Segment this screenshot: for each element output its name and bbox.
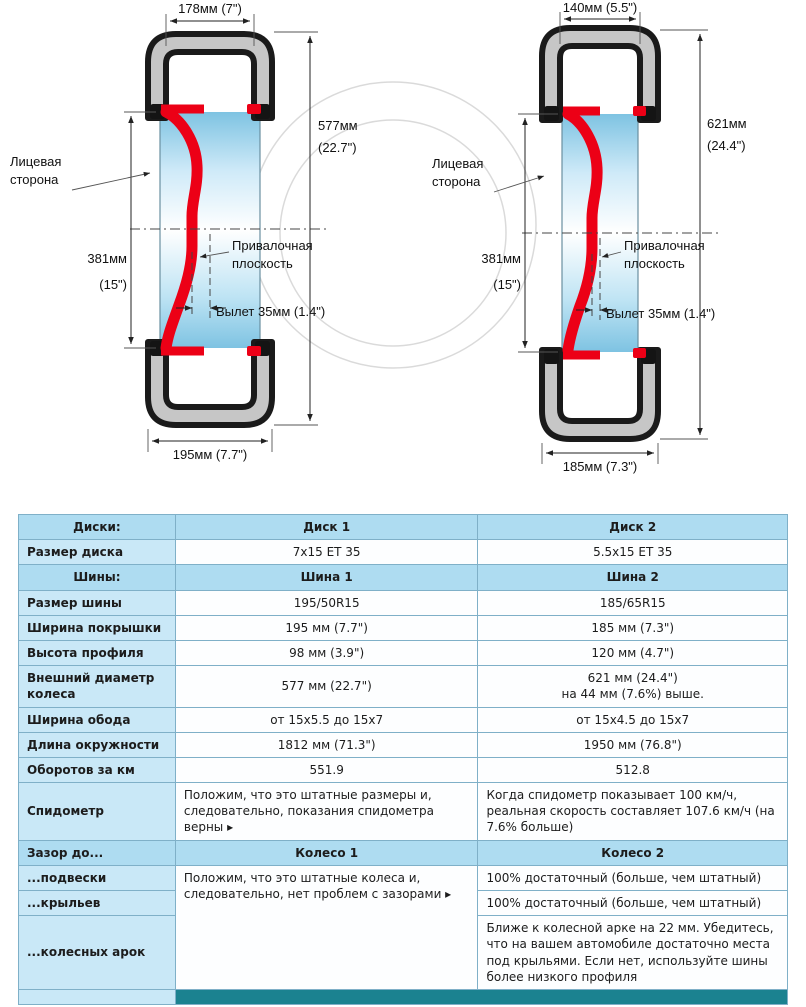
wheel2-header-cell: Шина 2 bbox=[477, 564, 788, 591]
wheel2-rim-profile bbox=[562, 106, 646, 360]
wheel1-header-cell: Колесо 1 bbox=[174, 839, 479, 866]
row-label-cell: Размер шины bbox=[18, 589, 176, 616]
wheel1-tire-width-label: 195мм (7.7") bbox=[173, 447, 248, 462]
wheel2-header-cell: Колесо 2 bbox=[477, 839, 788, 866]
wheel1-rim-diameter-inches: (15") bbox=[99, 277, 127, 292]
wheel2-tire-bottom-section bbox=[539, 347, 661, 442]
wheel2-value-cell: 120 мм (4.7") bbox=[477, 639, 788, 667]
wheel1-value-cell: 7x15 ET 35 bbox=[174, 539, 479, 566]
wheel1-outer-diameter-value: 577мм bbox=[318, 118, 358, 133]
table-row: ...подвески Положим, что это штатные кол… bbox=[18, 864, 788, 990]
wheel2-annotations: Лицевая сторона Привалочная плоскость bbox=[432, 156, 705, 271]
wheel2-dimensions: 140мм (5.5") 621мм (24.4") 381мм (15") 1… bbox=[481, 0, 746, 474]
wheel2-tire-width-label: 185мм (7.3") bbox=[563, 459, 638, 474]
speedometer-result-cell: Когда спидометр показывает 100 км/ч, реа… bbox=[477, 782, 788, 841]
row-label-cell: Длина окружности bbox=[18, 731, 176, 758]
table-row: Высота профиля 98 мм (3.9") 120 мм (4.7"… bbox=[18, 639, 788, 667]
wheel1-header-cell: Шина 1 bbox=[174, 564, 479, 591]
wheel2-rim-diameter-value: 381мм bbox=[481, 251, 521, 266]
diameter-overlay-circles bbox=[249, 81, 537, 369]
wheel2-rim-width-label: 140мм (5.5") bbox=[563, 0, 638, 15]
wheel1-value-cell: 195/50R15 bbox=[174, 589, 479, 616]
wheel2-value-cell: 621 мм (24.4") на 44 мм (7.6%) выше. bbox=[477, 665, 788, 708]
table-row: Длина окружности 1812 мм (71.3") 1950 мм… bbox=[18, 731, 788, 758]
wheel1-outer-diameter-inches: (22.7") bbox=[318, 140, 357, 155]
table-row: Диски: Диск 1 Диск 2 bbox=[18, 513, 788, 541]
table-row-cutoff bbox=[18, 988, 789, 1005]
row-label-cell: Внешний диаметр колеса bbox=[18, 665, 176, 708]
row-label-cell: ...подвески bbox=[18, 864, 176, 892]
wheel1-header-cell: Диск 1 bbox=[174, 513, 479, 541]
wheel2-mounting-plane-label-line2: плоскость bbox=[624, 256, 685, 271]
row-label-cell: Ширина покрышки bbox=[18, 614, 176, 641]
wheel2-value-cell: 1950 мм (76.8") bbox=[477, 731, 788, 758]
wheel1-rim-profile bbox=[160, 104, 261, 356]
wheel2-outer-diameter-value: 621мм bbox=[707, 116, 747, 131]
table-row: Внешний диаметр колеса 577 мм (22.7") 62… bbox=[18, 665, 788, 708]
row-label-cell: Спидометр bbox=[18, 782, 176, 841]
wheel1-value-cell: 1812 мм (71.3") bbox=[174, 731, 479, 758]
speedometer-assumption-link[interactable]: Положим, что это штатные размеры и, след… bbox=[174, 782, 479, 841]
table-row: Размер шины 195/50R15 185/65R15 bbox=[18, 589, 788, 616]
wheel1-diagram: 178мм (7") 577мм (22.7") 381мм (15") 195… bbox=[10, 1, 358, 462]
section-label-cell: Диски: bbox=[18, 513, 176, 541]
row-label-cell: ...крыльев bbox=[18, 889, 176, 917]
wheel1-value-cell: 195 мм (7.7") bbox=[174, 614, 479, 641]
section-label-cell: Зазор до... bbox=[18, 839, 176, 866]
wheel1-dimensions: 178мм (7") 577мм (22.7") 381мм (15") 195… bbox=[87, 1, 357, 462]
row-label-cell: Высота профиля bbox=[18, 639, 176, 667]
wheel1-offset-label: Вылет 35мм (1.4") bbox=[216, 304, 325, 319]
section-label-cell: Шины: bbox=[18, 564, 176, 591]
wheel2-value-cell: 5.5x15 ET 35 bbox=[477, 539, 788, 566]
cutoff-label-cell bbox=[18, 988, 176, 1005]
wheel2-clearance-cell: 100% достаточный (больше, чем штатный) bbox=[477, 889, 788, 917]
table-row: Размер диска 7x15 ET 35 5.5x15 ET 35 bbox=[18, 539, 788, 566]
wheel1-rim-width-label: 178мм (7") bbox=[178, 1, 242, 16]
table-row: Шины: Шина 1 Шина 2 bbox=[18, 564, 788, 591]
wheel1-mounting-plane-label-line1: Привалочная bbox=[232, 238, 313, 253]
comparison-table: Диски: Диск 1 Диск 2 Размер диска 7x15 E… bbox=[18, 513, 789, 1005]
wheel1-annotations: Лицевая сторона Привалочная плоскость bbox=[10, 154, 313, 271]
wheel2-face-side-label-line1: Лицевая bbox=[432, 156, 483, 171]
wheel2-rim-diameter-inches: (15") bbox=[493, 277, 521, 292]
wheel2-outer-diameter-inches: (24.4") bbox=[707, 138, 746, 153]
wheel2-offset-label: Вылет 35мм (1.4") bbox=[606, 306, 715, 321]
wheel1-value-cell: 577 мм (22.7") bbox=[174, 665, 479, 708]
wheel-comparison-diagram: 178мм (7") 577мм (22.7") 381мм (15") 195… bbox=[10, 0, 747, 474]
cutoff-strip bbox=[174, 988, 789, 1005]
wheel1-value-cell: 98 мм (3.9") bbox=[174, 639, 479, 667]
wheel2-clearance-cell: 100% достаточный (больше, чем штатный) bbox=[477, 864, 788, 892]
wheel1-face-side-label-line1: Лицевая bbox=[10, 154, 61, 169]
wheel1-face-side-label-line2: сторона bbox=[10, 172, 59, 187]
wheel2-header-cell: Диск 2 bbox=[477, 513, 788, 541]
wheel2-face-side-label-line2: сторона bbox=[432, 174, 481, 189]
table-row: ...крыльев 100% достаточный (больше, чем… bbox=[18, 889, 788, 917]
wheel2-value-cell: 512.8 bbox=[477, 756, 788, 784]
wheel2-mounting-plane-label-line1: Привалочная bbox=[624, 238, 705, 253]
table-row: Оборотов за км 551.9 512.8 bbox=[18, 756, 788, 784]
wheel1-rim-diameter-value: 381мм bbox=[87, 251, 127, 266]
table-row: Спидометр Положим, что это штатные разме… bbox=[18, 782, 788, 841]
row-label-cell: Размер диска bbox=[18, 539, 176, 566]
wheel2-diagram: 140мм (5.5") 621мм (24.4") 381мм (15") 1… bbox=[432, 0, 747, 474]
wheel1-mounting-plane-label-line2: плоскость bbox=[232, 256, 293, 271]
wheel2-value-cell: 185/65R15 bbox=[477, 589, 788, 616]
wheel2-value-cell: 185 мм (7.3") bbox=[477, 614, 788, 641]
wheel1-value-cell: 551.9 bbox=[174, 756, 479, 784]
row-label-cell: Ширина обода bbox=[18, 706, 176, 733]
wheel1-value-cell: от 15x5.5 до 15x7 bbox=[174, 706, 479, 733]
table-row: Зазор до... Колесо 1 Колесо 2 bbox=[18, 839, 788, 866]
clearance-assumption-link[interactable]: Положим, что это штатные колеса и, следо… bbox=[174, 864, 479, 990]
row-label-cell: ...колесных арок bbox=[18, 915, 176, 990]
wheel2-value-cell: от 15x4.5 до 15x7 bbox=[477, 706, 788, 733]
table-row: Ширина обода от 15x5.5 до 15x7 от 15x4.5… bbox=[18, 706, 788, 733]
row-label-cell: Оборотов за км bbox=[18, 756, 176, 784]
table-row: Ширина покрышки 195 мм (7.7") 185 мм (7.… bbox=[18, 614, 788, 641]
wheel2-clearance-cell: Ближе к колесной арке на 22 мм. Убедитес… bbox=[477, 915, 788, 990]
